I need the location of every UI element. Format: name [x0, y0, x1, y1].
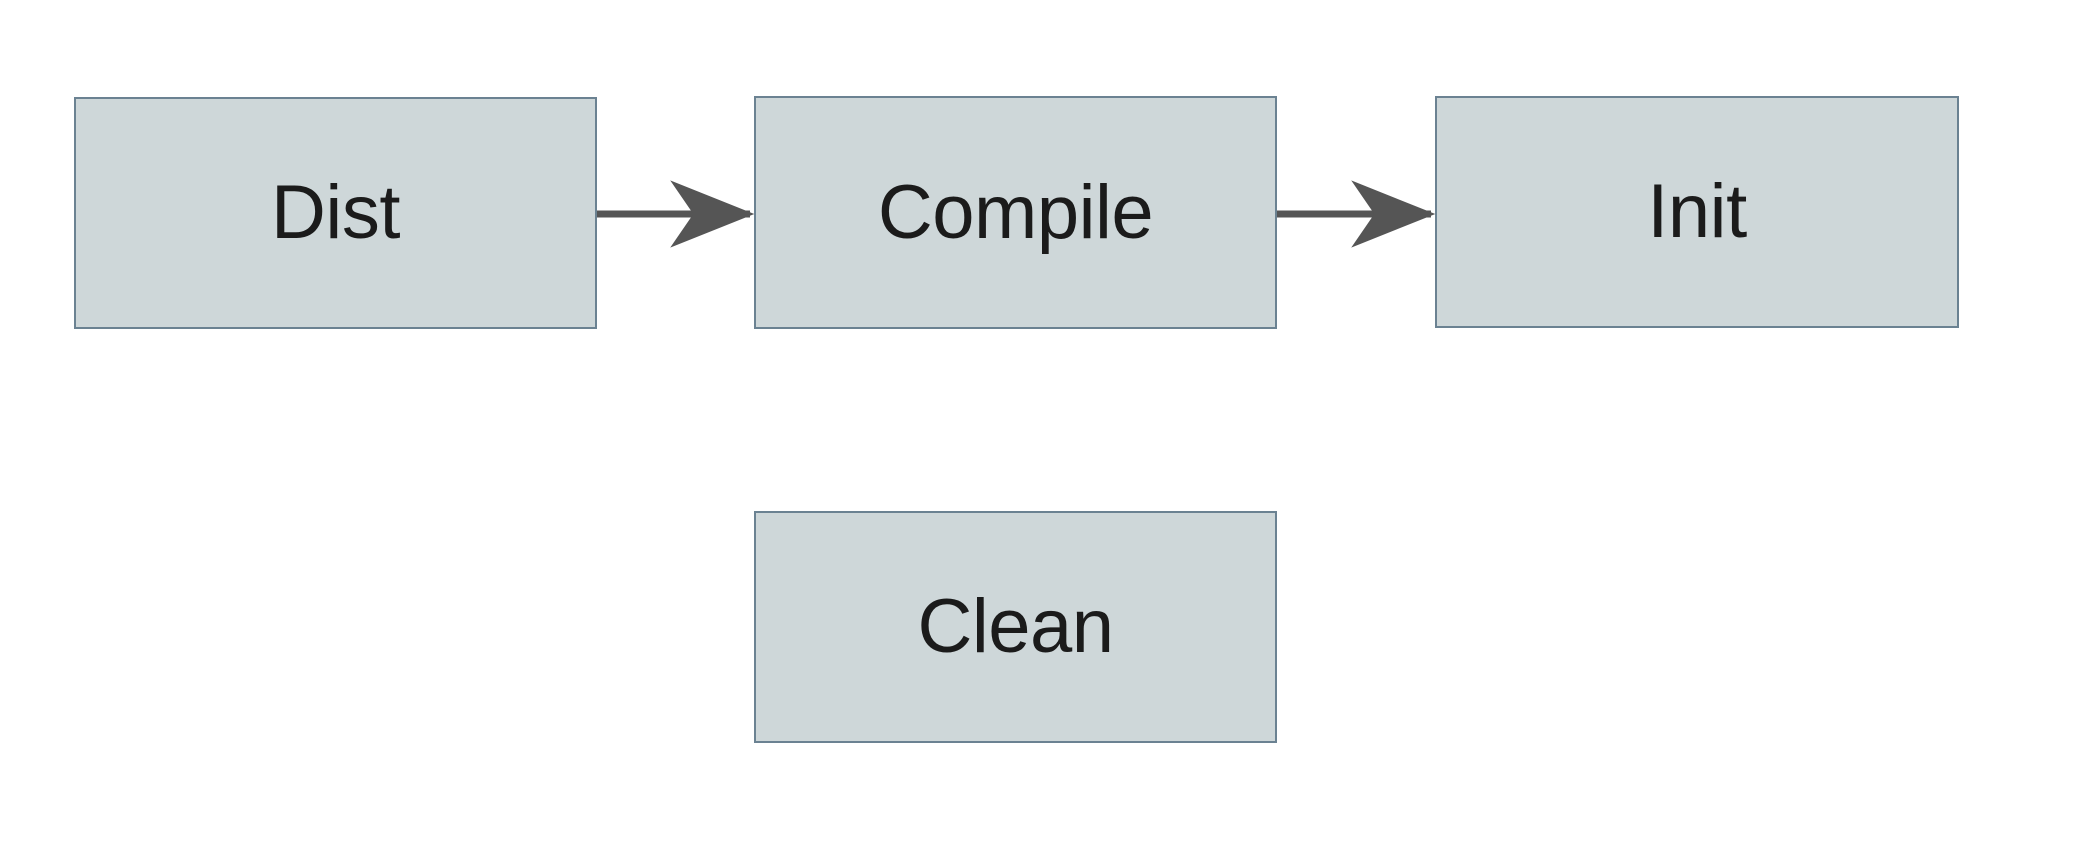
node-init[interactable]: Init: [1435, 96, 1959, 328]
node-compile[interactable]: Compile: [754, 96, 1277, 329]
node-dist[interactable]: Dist: [74, 97, 597, 329]
node-init-label: Init: [1647, 169, 1747, 254]
node-clean-label: Clean: [917, 584, 1114, 669]
node-dist-label: Dist: [271, 170, 400, 255]
node-clean[interactable]: Clean: [754, 511, 1277, 743]
node-compile-label: Compile: [877, 169, 1154, 255]
